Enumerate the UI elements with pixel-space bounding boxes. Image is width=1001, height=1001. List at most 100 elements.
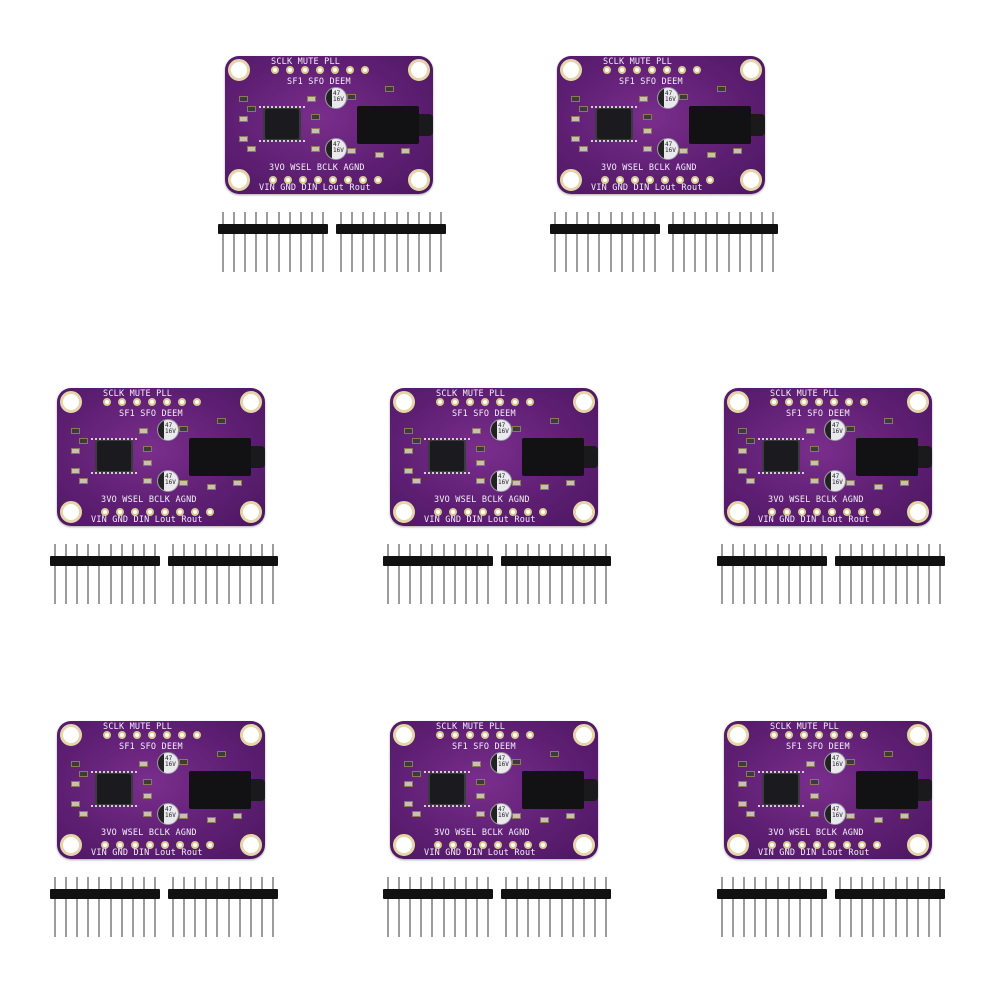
header-pin xyxy=(605,544,607,604)
smd-component xyxy=(476,793,485,799)
header-pin xyxy=(654,212,656,272)
header-pin xyxy=(927,544,930,604)
header-pin xyxy=(721,544,723,604)
smd-component xyxy=(846,480,855,486)
silkscreen-second-row: SF1 SFO DEEM xyxy=(287,77,351,87)
header-pin xyxy=(672,212,674,272)
smd-component xyxy=(404,761,413,767)
solder-pad xyxy=(845,731,853,739)
solder-pad xyxy=(526,731,534,739)
silkscreen-bottom-row: VIN GND DIN Lout Rout xyxy=(758,848,870,858)
smd-component xyxy=(472,761,481,767)
header-bar xyxy=(383,556,493,566)
solder-pad xyxy=(451,731,459,739)
header-pin xyxy=(883,877,886,937)
silkscreen-second-row: SF1 SFO DEEM xyxy=(119,742,183,752)
mounting-hole xyxy=(60,501,82,523)
smd-component xyxy=(679,94,688,100)
mounting-hole xyxy=(727,834,749,856)
header-pin xyxy=(905,544,908,604)
solder-pad xyxy=(783,508,791,516)
silkscreen-third-row: 3VO WSEL BCLK AGND xyxy=(768,828,864,838)
solder-pad xyxy=(193,731,201,739)
smd-component xyxy=(643,128,652,134)
header-pin xyxy=(939,544,941,604)
smd-component xyxy=(579,146,588,152)
smd-component xyxy=(179,813,188,819)
silkscreen-second-row: SF1 SFO DEEM xyxy=(452,409,516,419)
mounting-hole xyxy=(408,59,430,81)
smd-component xyxy=(233,480,242,486)
silkscreen-second-row: SF1 SFO DEEM xyxy=(119,409,183,419)
solder-pad xyxy=(176,841,184,849)
header-pin xyxy=(154,877,156,937)
solder-pad xyxy=(191,508,199,516)
solder-pad xyxy=(346,66,354,74)
header-pin xyxy=(65,877,68,937)
smd-component xyxy=(207,484,216,490)
smd-component xyxy=(874,484,883,490)
solder-pad xyxy=(359,176,367,184)
smd-component xyxy=(239,136,248,142)
solder-pad xyxy=(785,398,793,406)
header-pin xyxy=(238,544,241,604)
capacitor-label: 47 16V xyxy=(165,473,176,486)
capacitor: 47 16V xyxy=(824,470,846,492)
solder-pad xyxy=(843,841,851,849)
header-pin xyxy=(260,877,263,937)
header-pin xyxy=(787,544,790,604)
header-pin xyxy=(554,212,556,272)
mounting-hole xyxy=(560,59,582,81)
capacitor-label: 47 16V xyxy=(665,141,676,154)
solder-pad xyxy=(830,731,838,739)
header-pin xyxy=(420,544,423,604)
solder-pad xyxy=(648,66,656,74)
smd-component xyxy=(746,438,755,444)
header-pin xyxy=(749,212,752,272)
silkscreen-second-row: SF1 SFO DEEM xyxy=(786,409,850,419)
solder-pad xyxy=(800,731,808,739)
solder-pad xyxy=(873,841,881,849)
mounting-hole xyxy=(907,834,929,856)
smd-component xyxy=(143,793,152,799)
header-pin xyxy=(894,877,897,937)
smd-component xyxy=(404,428,413,434)
header-pin xyxy=(505,877,507,937)
header-bar xyxy=(336,224,446,234)
header-pin xyxy=(120,877,123,937)
capacitor-label: 47 16V xyxy=(498,422,509,435)
header-pin xyxy=(249,544,252,604)
smd-component xyxy=(143,478,152,484)
header-pin xyxy=(98,877,101,937)
header-pin xyxy=(183,544,186,604)
smd-component xyxy=(401,148,410,154)
pin-header xyxy=(383,544,493,606)
pin-header xyxy=(336,212,446,274)
pin-header xyxy=(835,877,945,939)
header-pin xyxy=(453,877,456,937)
header-bar xyxy=(501,556,611,566)
header-pin xyxy=(487,544,489,604)
silkscreen-bottom-row: VIN GND DIN Lout Rout xyxy=(591,183,703,193)
smd-component xyxy=(738,801,747,807)
header-pin xyxy=(776,544,779,604)
smd-component xyxy=(579,106,588,112)
solder-pad xyxy=(845,398,853,406)
header-pin xyxy=(927,877,930,937)
solder-pad xyxy=(331,66,339,74)
solder-pad xyxy=(858,841,866,849)
header-pin xyxy=(340,212,342,272)
header-pin xyxy=(576,212,579,272)
header-pin xyxy=(527,544,530,604)
smd-component xyxy=(476,779,485,785)
header-pin xyxy=(916,877,919,937)
solder-pad xyxy=(269,176,277,184)
silkscreen-third-row: 3VO WSEL BCLK AGND xyxy=(101,828,197,838)
capacitor-label: 47 16V xyxy=(165,806,176,819)
pin-header xyxy=(501,877,611,939)
smd-component xyxy=(385,86,394,92)
